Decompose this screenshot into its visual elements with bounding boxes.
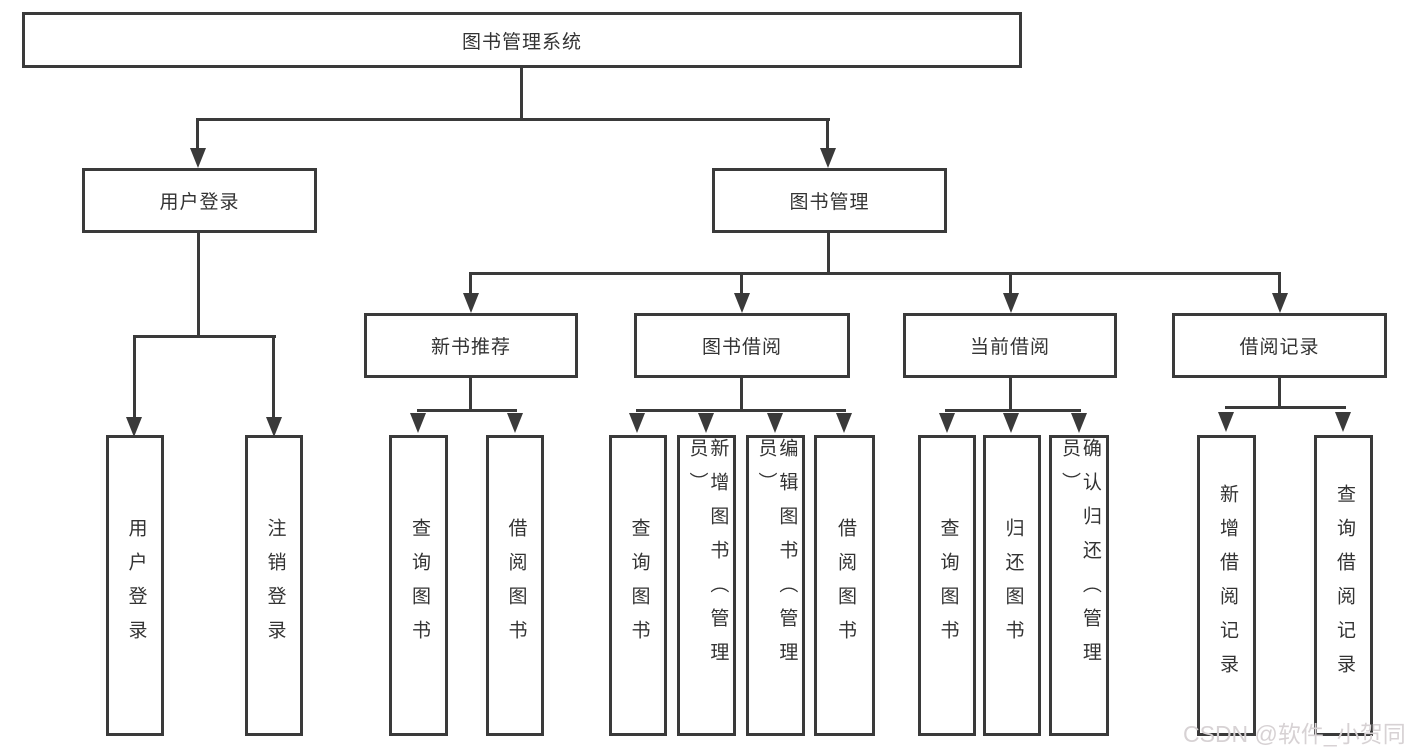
node-cb-query-book-label: 查询图书: [937, 517, 959, 654]
watermark: CSDN @软件_小贺同学: [1183, 721, 1405, 747]
node-borrow-record: 借阅记录: [1172, 313, 1387, 378]
node-current-borrow: 当前借阅: [903, 313, 1117, 378]
node-cb-query-book: 查询图书: [918, 435, 976, 736]
node-book-mgmt: 图书管理: [712, 168, 947, 233]
node-br-query-record-label: 查询借阅记录: [1333, 483, 1355, 688]
node-bb-edit-book-label: 编辑图书（管理员）: [755, 438, 798, 676]
arrow-down-icon: [698, 413, 714, 433]
node-root: 图书管理系统: [22, 12, 1022, 68]
connector-line: [470, 272, 1281, 275]
node-bb-borrow-book: 借阅图书: [814, 435, 875, 736]
connector-line: [1225, 406, 1346, 409]
connector-line: [417, 409, 517, 412]
connector-line: [469, 378, 472, 412]
arrow-down-icon: [1335, 412, 1351, 432]
connector-line: [133, 335, 136, 419]
connector-line: [636, 409, 846, 412]
connector-line: [197, 233, 200, 337]
node-user-login: 用户登录: [82, 168, 317, 233]
arrow-down-icon: [410, 413, 426, 433]
node-bb-add-book: 新增图书（管理员）: [677, 435, 736, 736]
node-bb-borrow-book-label: 借阅图书: [834, 517, 856, 654]
node-cb-confirm-return-label: 确认归还（管理员）: [1059, 438, 1101, 676]
node-new-book-rec-label: 新书推荐: [430, 337, 511, 358]
node-user-login-label: 用户登录: [159, 192, 240, 213]
node-br-add-record: 新增借阅记录: [1197, 435, 1256, 736]
arrow-down-icon: [734, 293, 750, 313]
connector-line: [196, 118, 199, 150]
arrow-down-icon: [767, 413, 783, 433]
node-br-query-record: 查询借阅记录: [1314, 435, 1373, 736]
node-current-borrow-label: 当前借阅: [969, 337, 1050, 358]
node-br-add-record-label: 新增借阅记录: [1216, 483, 1238, 688]
node-bb-edit-book: 编辑图书（管理员）: [746, 435, 805, 736]
node-new-book-rec: 新书推荐: [364, 313, 578, 378]
node-book-borrow-label: 图书借阅: [701, 337, 782, 358]
arrow-down-icon: [1003, 293, 1019, 313]
node-cb-return-book: 归还图书: [983, 435, 1041, 736]
connector-line: [272, 335, 275, 419]
node-borrow-record-label: 借阅记录: [1239, 337, 1320, 358]
connector-line: [740, 378, 743, 412]
arrow-down-icon: [1003, 413, 1019, 433]
connector-line: [1278, 272, 1281, 294]
arrow-down-icon: [836, 413, 852, 433]
arrow-down-icon: [629, 413, 645, 433]
node-leaf-user-login-label: 用户登录: [125, 517, 147, 654]
arrow-down-icon: [939, 413, 955, 433]
arrow-down-icon: [463, 293, 479, 313]
arrow-down-icon: [507, 413, 523, 433]
node-bb-query-book-label: 查询图书: [628, 517, 650, 654]
node-leaf-logout: 注销登录: [245, 435, 303, 736]
node-nbr-borrow-book-label: 借阅图书: [505, 517, 527, 654]
connector-line: [1278, 378, 1281, 409]
arrow-down-icon: [1272, 293, 1288, 313]
arrow-down-icon: [1071, 413, 1087, 433]
node-cb-confirm-return: 确认归还（管理员）: [1049, 435, 1109, 736]
connector-line: [197, 118, 830, 121]
connector-line: [826, 118, 829, 150]
connector-line: [1009, 378, 1012, 412]
connector-line: [740, 272, 743, 294]
node-cb-return-book-label: 归还图书: [1002, 517, 1024, 654]
connector-line: [469, 272, 472, 294]
node-nbr-query-book-label: 查询图书: [408, 517, 430, 654]
arrow-down-icon: [820, 148, 836, 168]
arrow-down-icon: [1218, 412, 1234, 432]
node-nbr-query-book: 查询图书: [389, 435, 448, 736]
node-nbr-borrow-book: 借阅图书: [486, 435, 544, 736]
arrow-down-icon: [190, 148, 206, 168]
node-bb-add-book-label: 新增图书（管理员）: [686, 438, 729, 676]
connector-line: [133, 335, 276, 338]
node-bb-query-book: 查询图书: [609, 435, 667, 736]
connector-line: [945, 409, 1081, 412]
arrow-down-icon: [266, 417, 282, 437]
connector-line: [827, 233, 830, 274]
node-leaf-user-login: 用户登录: [106, 435, 164, 736]
node-root-label: 图书管理系统: [461, 31, 582, 53]
node-book-borrow: 图书借阅: [634, 313, 850, 378]
connector-line: [520, 68, 523, 118]
node-leaf-logout-label: 注销登录: [264, 517, 286, 654]
connector-line: [1009, 272, 1012, 294]
node-book-mgmt-label: 图书管理: [789, 192, 870, 213]
arrow-down-icon: [126, 417, 142, 437]
